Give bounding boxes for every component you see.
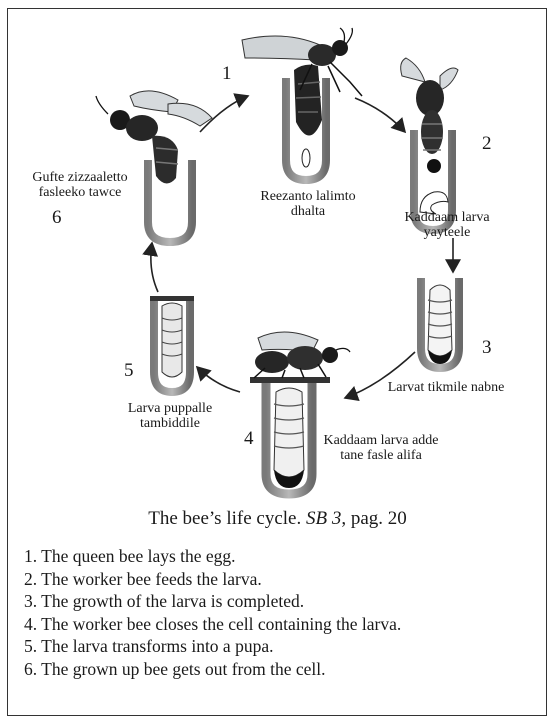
stage-label-2: Kaddaam larva yayteele [388,210,506,240]
queen-bee-icon [242,28,362,136]
cell-stage-5 [150,296,194,392]
stage-label-4: Kaddaam larva adde tane fasle alifa [316,433,446,463]
cell-stage-2 [401,58,458,230]
arrow-5-to-6 [151,243,158,292]
stage-number-1: 1 [222,63,232,85]
list-item: 6. The grown up bee gets out from the ce… [24,658,401,681]
stage-label-3: Larvat tikmile nabne [368,380,524,395]
grown-larva [428,285,452,356]
capping-worker-bee-icon [254,332,350,378]
arrow-1-to-2 [355,98,405,132]
figure-caption: The bee’s life cycle. SB 3, pag. 20 [0,508,555,530]
cell-stage-1 [242,28,362,180]
arrow-4-to-5 [197,367,240,392]
stage-number-6: 6 [52,207,62,229]
stage-number-5: 5 [124,360,134,382]
stage-label-6: Gufte zizzaaletto fasleeko tawce [20,170,140,200]
stage-label-1: Reezanto lalimto dhalta [242,189,374,219]
stage-number-4: 4 [244,428,254,450]
stage-label-5: Larva puppalle tambiddile [112,401,228,431]
egg [302,149,310,167]
step-list: 1. The queen bee lays the egg. 2. The wo… [24,545,401,680]
cell-stage-3 [421,278,459,368]
caption-source: SB 3 [306,508,341,529]
cell-stage-6 [96,91,212,242]
stage-number-2: 2 [482,133,492,155]
list-item: 3. The growth of the larva is completed. [24,590,401,613]
pupa [162,303,182,377]
list-item: 5. The larva transforms into a pupa. [24,635,401,658]
stage-number-3: 3 [482,337,492,359]
caption-text: The bee’s life cycle. [148,508,306,529]
cell-stage-4 [250,332,350,494]
list-item: 1. The queen bee lays the egg. [24,545,401,568]
list-item: 2. The worker bee feeds the larva. [24,568,401,591]
cell-cap [250,377,330,383]
life-cycle-diagram [0,0,555,520]
caption-page: , pag. 20 [341,508,406,529]
list-item: 4. The worker bee closes the cell contai… [24,613,401,636]
